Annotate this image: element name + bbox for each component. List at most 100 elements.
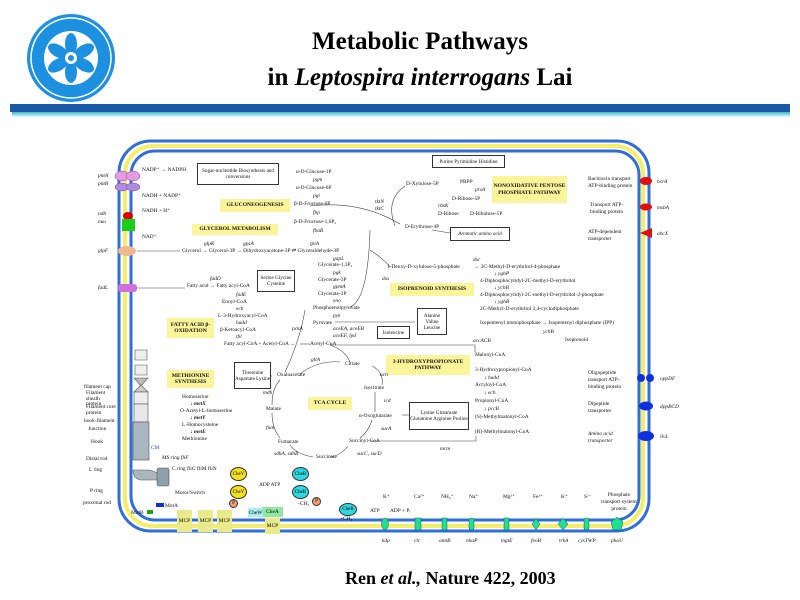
mcp-receptor: MCP: [177, 510, 192, 532]
ion-label: NH₄⁺: [441, 494, 454, 500]
metabolite: Glycerate-1,3P₂: [318, 262, 353, 268]
box-aromatic-amino-acid: Aromatic amino acid: [450, 227, 510, 241]
enzyme: accACB: [473, 338, 491, 344]
species-name: Leptospira interrogans: [294, 64, 531, 91]
enzyme: fadD: [210, 276, 221, 282]
pathway-methionine-synthesis: METHIONINE SYNTHESIS: [167, 370, 214, 388]
enzyme: fum: [266, 425, 275, 431]
enzyme: gltA: [311, 357, 320, 363]
title-prefix: in: [267, 64, 295, 91]
metabolite: D-Ribulose-5P: [470, 211, 503, 217]
cheb-circle: CheB: [292, 485, 309, 499]
chew-box: CheW: [248, 508, 263, 517]
ion-gene: clc: [414, 538, 421, 544]
strain-name: Lai: [530, 64, 573, 91]
enzyme: hadd: [236, 320, 247, 326]
flagellum-label: filament cap: [84, 384, 111, 390]
box-serine-glycine-cysteine: Serine Glycine Cysteine: [257, 270, 295, 292]
enzyme: sucC, sucD: [357, 451, 382, 457]
title-divider: [10, 104, 790, 112]
box-purine-pyrimidine: Purine Pyrimidine Histidine: [432, 155, 505, 168]
metabolite: Isopentenyl monophosphate → Isopentenyl …: [480, 320, 614, 326]
enzyme: tpiA: [310, 241, 319, 247]
methyl-remove-label: -CH₃: [298, 501, 310, 507]
enzyme: ↓ ech: [484, 390, 496, 396]
flagellum-label: L ring: [89, 467, 103, 473]
enzyme: mcm: [440, 446, 451, 452]
ion-label: Phosphate transport system protein: [601, 492, 637, 512]
metabolite: Oxaloacetate: [277, 372, 306, 378]
enzyme: ↓ ychB: [494, 285, 509, 291]
enzyme: aceEF, lpd: [333, 333, 356, 339]
enzyme: pgi: [313, 193, 320, 199]
ion-gene: nhaP: [466, 538, 478, 544]
cheb-circle: CheB: [292, 467, 309, 481]
metabolite: Succinyl-CoA: [349, 438, 380, 444]
metabolite: Acetyl-CoA: [310, 341, 337, 347]
ion-label: Fe²⁺: [533, 494, 543, 500]
flagellum-label: hook-filament: [84, 418, 115, 424]
transporter-desc: Dipeptide transporter: [588, 401, 612, 414]
enzyme: tktN: [375, 199, 384, 205]
metabolite: Enoyl-CoA: [222, 299, 247, 305]
metabolite: α-D-Glucose-1P: [296, 169, 332, 175]
pathway-tca-cycle: TCA CYCLE: [308, 397, 352, 410]
box-lysine-glutamate: Lysine Glutamate Glutamine Arginine Prol…: [409, 402, 469, 430]
enzyme: thl: [236, 334, 242, 340]
enzyme: ↓ pccB: [484, 406, 499, 412]
metabolite: Fumarate: [278, 439, 299, 445]
pathway-fatty-acid-oxidation: FATTY ACID β-OXIDATION: [167, 318, 214, 338]
enzyme: ↓ hadd: [484, 375, 499, 381]
metabolite: Citrate: [345, 361, 360, 367]
metabolite: Homoserine: [182, 394, 209, 400]
ion-gene: cysTWP: [578, 538, 596, 544]
enzyme: ↓ metY: [190, 415, 206, 421]
pathway-glycerol-metabolism: GLYCEROL METABOLISM: [192, 224, 278, 235]
enzyme: acn: [380, 372, 388, 378]
flagellum-label: Filament sheath protein: [86, 390, 106, 407]
ion-gene: phoU: [611, 538, 623, 544]
pathway-3-hydroxypropionate: 3-HYDROXYPROPIONATE PATHWAY: [386, 355, 470, 375]
metabolite: β-Ketoacyl-CoA: [220, 327, 256, 333]
pathway-pentose-phosphate: NONOXIDATIVE PENTOSE PHOSPHATE PATHWAY: [492, 176, 567, 203]
motb-label: MotB: [131, 510, 144, 516]
gene-glpF: glpF: [98, 248, 109, 254]
transporter-desc: Bacitracin transport ATP-binding protein: [588, 176, 633, 189]
metabolite: (R)-Methylmalonyl-CoA: [475, 429, 530, 435]
enzyme: ychB: [543, 329, 554, 335]
ion-label: K⁺: [561, 494, 568, 500]
flagellum-label: proximal rod: [83, 500, 111, 506]
atp-label: ATP: [370, 508, 380, 514]
enzyme: icd: [384, 398, 391, 404]
ion-gene: amtB: [439, 538, 451, 544]
metabolite: L-Homocysteine: [182, 422, 219, 428]
enzyme: sdhA, sdhB: [274, 451, 299, 457]
transporter-gene: livL: [660, 434, 669, 440]
transporter-gene: oppDF: [660, 376, 676, 382]
metabolite: Acryloyl-CoA: [475, 382, 507, 388]
metabolite: Glycerate-3P: [318, 277, 347, 283]
enzyme: gpmA: [333, 284, 346, 290]
enzyme: sucA: [381, 426, 392, 432]
citation-journal: Nature 422, 2003: [421, 568, 556, 588]
metabolite: 2C-Methyl-D-erythritol 2,4-cyclodiphosph…: [480, 306, 579, 312]
enzyme: prsA: [475, 187, 486, 193]
chey-circle: CheY: [230, 467, 247, 481]
box-threonine-aspartate-lysine: Threonine Aspartate Lysine: [234, 362, 271, 389]
metabolite: β-D-Fructose-1,6P₂: [294, 219, 337, 225]
ion-gene: feoB: [531, 538, 541, 544]
enzyme: ↓ ygbB: [494, 299, 510, 305]
ion-label: Mg²⁺: [503, 494, 515, 500]
citation-author: Ren: [345, 568, 381, 588]
methyl-add-label: +CH₃: [340, 516, 353, 522]
adp-atp-label: ADP ATP: [259, 482, 281, 488]
metabolite: L-3-Hydroxyacyl-CoA: [218, 313, 268, 319]
metabolite: Isoprenoid: [565, 337, 589, 343]
metabolite: Malate: [266, 406, 281, 412]
enzyme: aceEA, aceEB: [333, 326, 364, 332]
enzyme: ↓ metE: [190, 429, 206, 435]
cofactor-nadp-nadph: NADP⁺ → NADPH: [142, 167, 187, 173]
title-line-1: Metabolic Pathways: [312, 28, 528, 55]
enzyme: ↓ ygbP: [494, 271, 510, 277]
